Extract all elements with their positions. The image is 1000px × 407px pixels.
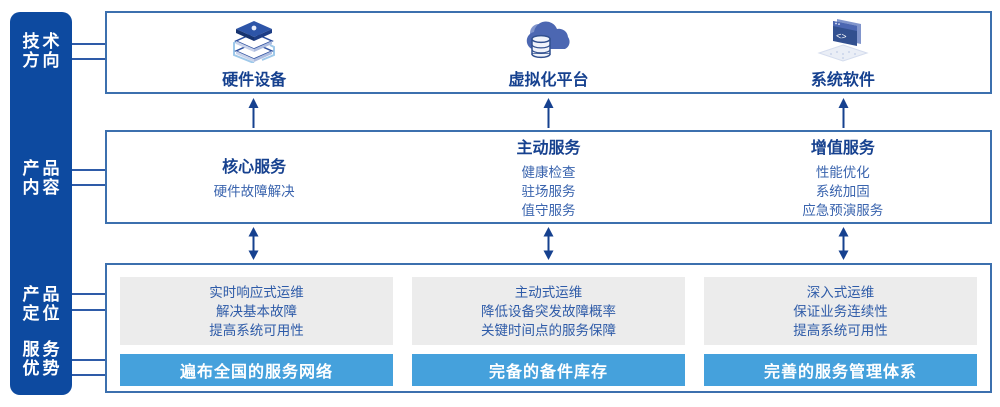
tech-item-hardware: 硬件设备 — [107, 13, 401, 92]
double-arrow — [838, 227, 849, 260]
connector-line — [72, 58, 106, 60]
sidebar-label-line: 服务 — [22, 340, 63, 359]
service-column-value-added: 增值服务 性能优化 系统加固 应急预演服务 — [696, 132, 990, 222]
positioning-line: 深入式运维 — [806, 284, 875, 300]
sidebar-label-tech-direction: 技术 方向 — [10, 32, 72, 70]
tech-item-label: 系统软件 — [810, 72, 875, 89]
positioning-column-realtime: 实时响应式运维 解决基本故障 提高系统可用性 遍布全国的服务网络 — [120, 277, 393, 391]
server-stack-icon — [226, 15, 282, 63]
positioning-line: 解决基本故障 — [216, 303, 297, 319]
connector-line — [72, 309, 106, 311]
sidebar-label-line: 产品 — [22, 285, 63, 304]
advantage-banner: 遍布全国的服务网络 — [120, 354, 393, 386]
tech-item-label: 硬件设备 — [222, 72, 287, 89]
connector-line — [72, 184, 106, 186]
service-item: 驻场服务 — [521, 184, 576, 199]
double-arrow — [543, 227, 554, 260]
up-arrow — [543, 98, 554, 128]
positioning-line: 保证业务连续性 — [793, 303, 888, 319]
code-window-icon: <> — [815, 15, 871, 63]
positioning-line: 降低设备突发故障概率 — [481, 303, 616, 319]
up-arrow — [248, 98, 259, 128]
positioning-panel: 主动式运维 降低设备突发故障概率 关键时间点的服务保障 — [412, 277, 685, 345]
connector-line — [72, 359, 106, 361]
up-arrow — [838, 98, 849, 128]
advantage-banner: 完备的备件库存 — [412, 354, 685, 386]
sidebar-label-product-position: 产品 定位 — [10, 285, 72, 323]
positioning-column-indepth: 深入式运维 保证业务连续性 提高系统可用性 完善的服务管理体系 — [704, 277, 977, 391]
service-item: 硬件故障解决 — [213, 184, 295, 199]
sidebar-label-line: 优势 — [22, 359, 63, 378]
tech-direction-box: 硬件设备 虚拟化平台 — [105, 11, 992, 94]
tech-item-virtualization: 虚拟化平台 — [401, 13, 695, 92]
service-item: 系统加固 — [815, 184, 870, 199]
category-sidebar: 技术 方向 产品 内容 产品 定位 服务 优势 — [10, 12, 72, 395]
connector-line — [72, 293, 106, 295]
positioning-line: 实时响应式运维 — [209, 284, 304, 300]
advantage-banner: 完善的服务管理体系 — [704, 354, 977, 386]
product-content-box: 核心服务 硬件故障解决 主动服务 健康检查 驻场服务 值守服务 增值服务 性能优… — [105, 130, 992, 224]
positioning-panel: 实时响应式运维 解决基本故障 提高系统可用性 — [120, 277, 393, 345]
sidebar-label-line: 技术 — [22, 32, 63, 51]
tech-item-label: 虚拟化平台 — [508, 72, 589, 89]
connector-line — [72, 169, 106, 171]
service-item: 应急预演服务 — [802, 203, 884, 218]
positioning-advantage-box: 实时响应式运维 解决基本故障 提高系统可用性 遍布全国的服务网络 主动式运维 降… — [105, 263, 992, 393]
sidebar-label-line: 方向 — [22, 51, 63, 70]
double-arrow — [248, 227, 259, 260]
connector-line — [72, 374, 106, 376]
positioning-line: 主动式运维 — [514, 284, 583, 300]
svg-text:<>: <> — [835, 30, 847, 41]
positioning-column-proactive: 主动式运维 降低设备突发故障概率 关键时间点的服务保障 完备的备件库存 — [412, 277, 685, 391]
connector-line — [72, 43, 106, 45]
sidebar-label-product-content: 产品 内容 — [10, 159, 72, 197]
service-title: 核心服务 — [222, 159, 287, 176]
cloud-database-icon — [520, 15, 576, 63]
sidebar-label-line: 产品 — [22, 159, 63, 178]
service-title: 增值服务 — [810, 140, 875, 157]
positioning-line: 提高系统可用性 — [793, 322, 888, 338]
service-item: 性能优化 — [815, 165, 870, 180]
sidebar-label-line: 内容 — [22, 178, 63, 197]
positioning-line: 提高系统可用性 — [209, 322, 304, 338]
service-item: 值守服务 — [521, 203, 576, 218]
positioning-panel: 深入式运维 保证业务连续性 提高系统可用性 — [704, 277, 977, 345]
service-title: 主动服务 — [516, 140, 581, 157]
sidebar-label-line: 定位 — [22, 304, 63, 323]
tech-item-system-software: <> 系统软件 — [696, 13, 990, 92]
service-item: 健康检查 — [521, 165, 576, 180]
positioning-line: 关键时间点的服务保障 — [481, 322, 616, 338]
sidebar-label-service-advantage: 服务 优势 — [10, 340, 72, 378]
service-column-core: 核心服务 硬件故障解决 — [107, 132, 401, 222]
service-column-active: 主动服务 健康检查 驻场服务 值守服务 — [401, 132, 695, 222]
